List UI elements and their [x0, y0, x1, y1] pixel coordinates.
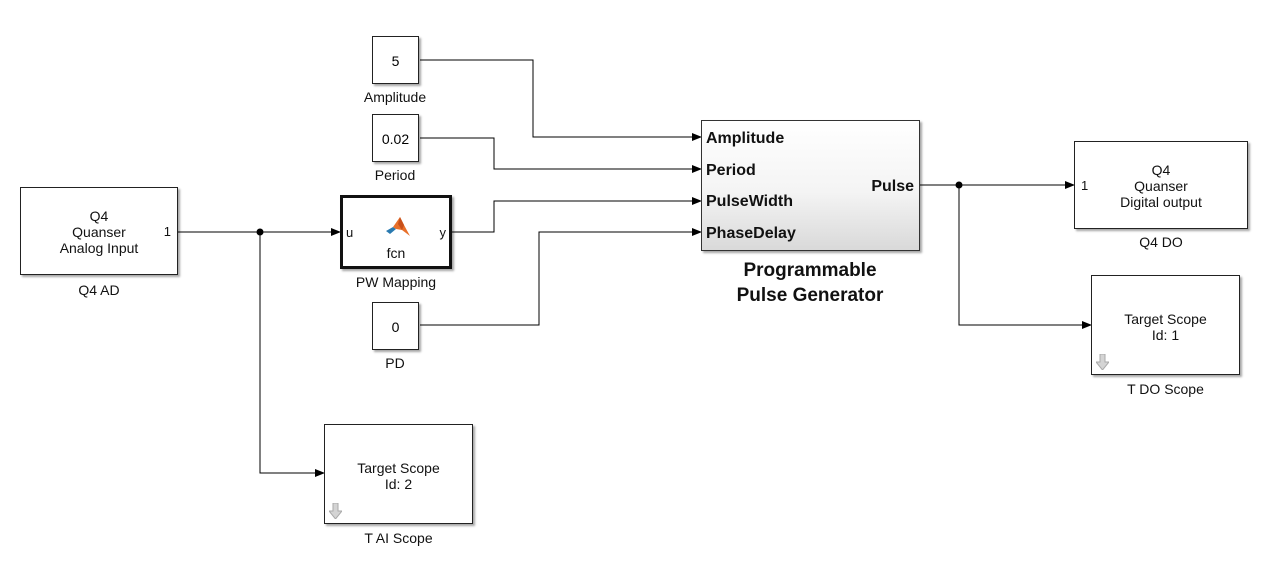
target-scope-do-block[interactable]: Target Scope Id: 1: [1091, 275, 1240, 375]
output-port-label: 1: [163, 224, 171, 239]
block-line: Analog Input: [59, 240, 139, 256]
block-line: Id: 2: [384, 476, 413, 492]
block-caption: T DO Scope: [1127, 381, 1204, 397]
period-constant-block[interactable]: 0.02: [372, 114, 419, 162]
q4-analog-input-block[interactable]: Q4 Quanser Analog Input 1: [20, 187, 178, 275]
matlab-icon: [386, 217, 410, 236]
line-ad-to-aiscope[interactable]: [259, 232, 325, 477]
pd-constant-block[interactable]: 0: [372, 302, 419, 350]
line-period[interactable]: [420, 137, 702, 173]
target-scope-ai-block[interactable]: Target Scope Id: 2: [324, 424, 473, 524]
block-line: Q4: [1151, 162, 1171, 178]
constant-value: 0: [391, 319, 400, 335]
amplitude-constant-block[interactable]: 5: [372, 36, 419, 84]
block-caption: Programmable Pulse Generator: [690, 258, 930, 308]
q4-digital-output-block[interactable]: 1 Q4 Quanser Digital output: [1074, 141, 1248, 229]
line-amplitude[interactable]: [420, 59, 702, 141]
line-pulse-to-doscope[interactable]: [958, 185, 1092, 329]
block-line: Target Scope: [357, 460, 440, 476]
input-port-label: PhaseDelay: [706, 225, 796, 242]
block-caption: PW Mapping: [355, 274, 437, 290]
pulse-generator-block[interactable]: Amplitude Period PulseWidth PhaseDelay P…: [701, 120, 920, 251]
input-port-label: u: [346, 225, 354, 240]
output-port-label: Pulse: [871, 178, 914, 195]
block-line: Quanser: [72, 224, 126, 240]
block-line: Q4: [89, 208, 109, 224]
output-port-label: y: [439, 225, 447, 240]
pw-mapping-block[interactable]: u y fcn: [340, 195, 452, 269]
constant-value: 0.02: [381, 131, 410, 147]
input-port-label: PulseWidth: [706, 193, 793, 210]
caption-line: Programmable: [743, 260, 877, 281]
line-pulsewidth[interactable]: [452, 197, 702, 233]
block-caption: Q4 DO: [1139, 234, 1183, 250]
download-arrow-icon: [329, 503, 342, 519]
block-caption: Amplitude: [363, 89, 427, 105]
download-arrow-icon: [1096, 354, 1109, 370]
input-port-label: Amplitude: [706, 130, 785, 147]
branch-point: [256, 228, 264, 236]
block-caption: T AI Scope: [364, 530, 433, 546]
block-line: Id: 1: [1151, 327, 1180, 343]
block-line: Quanser: [1134, 178, 1188, 194]
branch-point: [955, 181, 963, 189]
input-port-label: Period: [706, 162, 756, 179]
block-line: Target Scope: [1124, 311, 1207, 327]
caption-line: Pulse Generator: [736, 285, 884, 306]
block-caption: Q4 AD: [78, 282, 120, 298]
block-line: Digital output: [1120, 194, 1202, 210]
block-caption: PD: [385, 355, 405, 371]
fcn-label: fcn: [386, 245, 406, 261]
block-caption: Period: [374, 167, 416, 183]
constant-value: 5: [391, 53, 400, 69]
line-phasedelay[interactable]: [420, 228, 702, 326]
input-port-label: 1: [1081, 178, 1089, 193]
